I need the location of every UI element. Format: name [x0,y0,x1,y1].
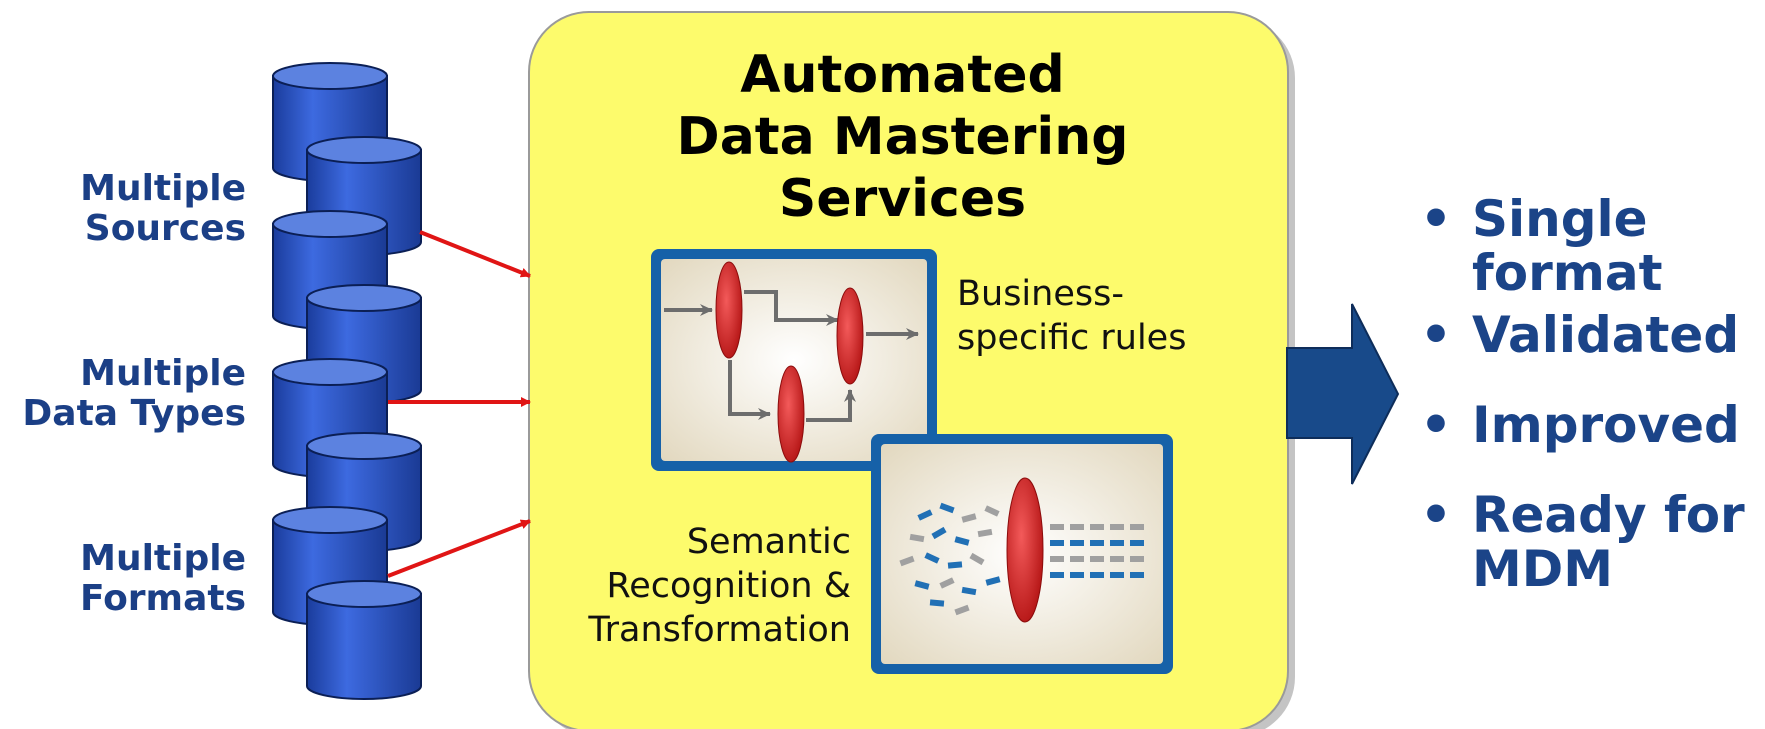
arrow-formats [387,519,531,578]
output-ready-mdm-line2: MDM [1472,540,1614,598]
label-formats: Multiple Formats [30,539,246,619]
output-single-format-line2: format [1472,244,1663,302]
title-line3: Services [778,169,1027,229]
bullet-dot: • [1420,396,1452,454]
semantic-transform-icon [871,434,1173,674]
label-sources: Multiple Sources [30,169,246,249]
arrow-sources [419,230,531,278]
label-formats-line2: Formats [79,578,246,619]
flow-rules-icon [651,249,937,471]
label-data-types: Multiple Data Types [0,354,246,434]
output-arrow-icon [1286,303,1400,485]
label-data-types-line1: Multiple [80,353,246,394]
dash-pattern [899,502,1144,616]
semantic-caption-line2: Recognition & [606,566,851,606]
label-data-types-line2: Data Types [22,393,246,434]
output-ready-mdm-line1: Ready for [1472,486,1745,544]
title-line2: Data Mastering [676,107,1129,167]
panel-title: Automated Data Mastering Services [530,44,1275,230]
semantic-caption-line3: Transformation [588,610,851,650]
label-sources-line2: Sources [84,208,246,249]
database-icon [306,580,422,700]
title-line1: Automated [740,45,1065,105]
rules-caption-line2: specific rules [957,318,1187,358]
output-improved-line1: Improved [1472,396,1740,454]
rules-caption-line1: Business- [957,274,1124,314]
bullet-dot: • [1420,486,1452,544]
bullet-dot: • [1420,190,1452,248]
label-formats-line1: Multiple [80,538,246,579]
rules-caption: Business- specific rules [957,272,1186,360]
database-stack [272,62,422,700]
output-single-format-line1: Single [1472,190,1648,248]
semantic-caption: Semantic Recognition & Transformation [560,520,851,652]
label-sources-line1: Multiple [80,168,246,209]
semantic-caption-line1: Semantic [686,522,851,562]
bullet-dot: • [1420,306,1452,364]
output-validated-line1: Validated [1472,306,1740,364]
